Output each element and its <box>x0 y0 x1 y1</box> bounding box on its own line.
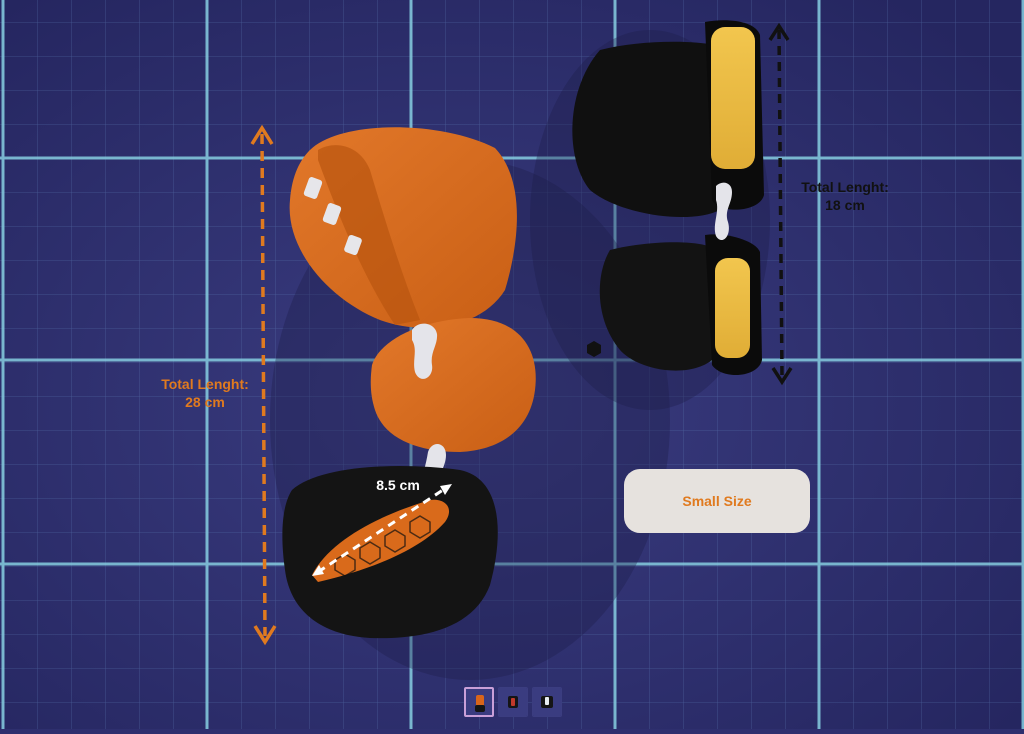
small-product <box>530 20 793 410</box>
thumbnail-view-1[interactable] <box>464 687 494 717</box>
size-badge-text: Small Size <box>682 493 752 509</box>
large-length-label: Total Lenght: 28 cm <box>140 375 270 411</box>
thumbnail-view-3[interactable] <box>532 687 562 717</box>
large-length-title: Total Lenght: <box>161 376 249 392</box>
thumbnail-image-icon <box>499 688 527 716</box>
small-length-title: Total Lenght: <box>801 179 889 195</box>
small-length-label: Total Lenght: 18 cm <box>780 178 910 214</box>
thumbnail-image-icon <box>533 688 561 716</box>
thumbnail-view-2[interactable] <box>498 687 528 717</box>
large-width-label: 8.5 cm <box>376 477 420 493</box>
small-length-value: 18 cm <box>825 197 865 213</box>
size-badge: Small Size <box>624 469 810 533</box>
large-product <box>250 124 670 680</box>
large-length-value: 28 cm <box>185 394 225 410</box>
thumbnail-strip <box>460 684 566 720</box>
thumbnail-image-icon <box>466 689 492 715</box>
